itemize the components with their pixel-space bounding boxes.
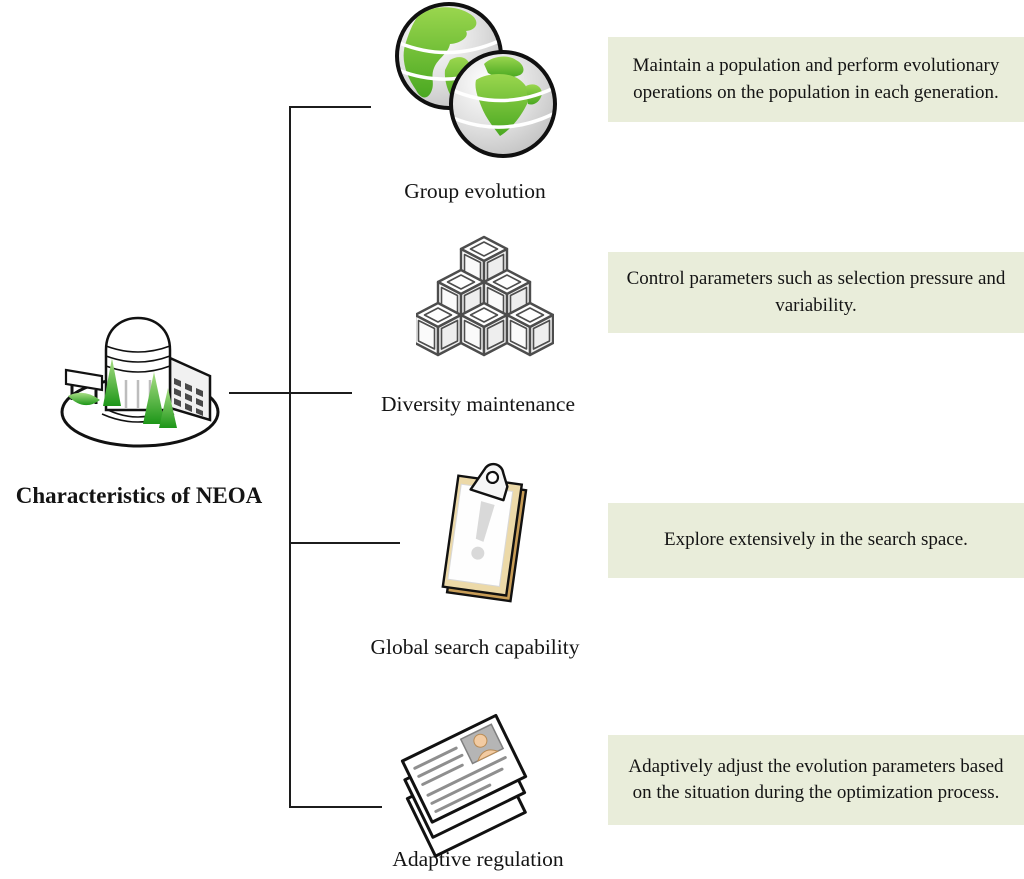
branch-label-global-search: Global search capability xyxy=(370,635,580,659)
callout-diversity-maintenance: Control parameters such as selection pre… xyxy=(608,252,1024,333)
callout-text-group-evolution: Maintain a population and perform evolut… xyxy=(632,55,1000,103)
branch-label-group-evolution: Group evolution xyxy=(404,179,546,203)
documents-icon xyxy=(400,713,528,858)
callout-text-adaptive-regulation: Adaptively adjust the evolution paramete… xyxy=(628,755,1004,803)
callout-global-search: Explore extensively in the search space. xyxy=(608,503,1024,578)
building-icon xyxy=(60,316,220,448)
branch-label-adaptive-regulation: Adaptive regulation xyxy=(392,847,564,871)
cubes-icon xyxy=(416,235,554,357)
branch-label-diversity-maintenance: Diversity maintenance xyxy=(380,392,576,416)
globes-icon xyxy=(395,2,557,158)
callout-text-global-search: Explore extensively in the search space. xyxy=(664,529,968,551)
diagram-title: Characteristics of NEOA xyxy=(15,483,263,508)
clipboard-icon xyxy=(441,462,528,603)
callout-group-evolution: Maintain a population and perform evolut… xyxy=(608,37,1024,122)
callout-text-diversity-maintenance: Control parameters such as selection pre… xyxy=(626,268,1006,316)
callout-adaptive-regulation: Adaptively adjust the evolution paramete… xyxy=(608,735,1024,825)
